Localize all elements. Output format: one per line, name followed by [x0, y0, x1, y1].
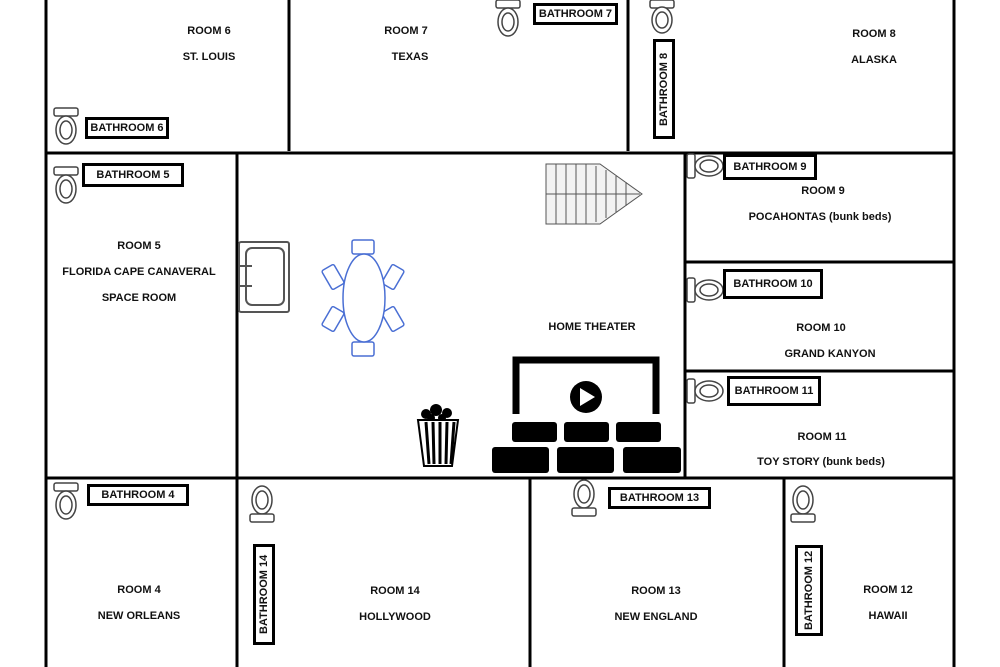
room-10-name: GRAND KANYON — [784, 348, 876, 360]
bathroom-13-label: BATHROOM 13 — [608, 487, 711, 509]
room-10-title: ROOM 10 — [796, 322, 846, 334]
room-13-name: NEW ENGLAND — [614, 611, 698, 623]
room-14-name: HOLLYWOOD — [359, 611, 431, 623]
room-9-name: POCAHONTAS (bunk beds) — [748, 211, 892, 223]
home-theater-label: HOME THEATER — [548, 321, 636, 333]
toilet-icon — [53, 107, 79, 145]
room-4-name: NEW ORLEANS — [97, 610, 181, 622]
toilets — [53, 0, 816, 523]
toilet-icon — [495, 0, 521, 37]
seat-icon — [557, 447, 614, 473]
bathroom-5-label: BATHROOM 5 — [82, 163, 184, 187]
toilet-icon — [686, 277, 724, 303]
toilet-icon — [686, 153, 724, 179]
bathroom-10-label: BATHROOM 10 — [723, 269, 823, 299]
room-8-title: ROOM 8 — [852, 28, 896, 40]
toilet-icon — [686, 378, 724, 404]
popcorn-icon — [416, 404, 460, 467]
bathroom-12-label: BATHROOM 12 — [795, 545, 823, 636]
bathroom-14-label: BATHROOM 14 — [253, 544, 275, 645]
bathroom-11-label: BATHROOM 11 — [727, 376, 821, 406]
screen-icon — [512, 356, 660, 414]
room-12-title: ROOM 12 — [863, 584, 913, 596]
bathroom-4-label: BATHROOM 4 — [87, 484, 189, 506]
sink-icon — [238, 241, 290, 313]
toilet-icon — [53, 482, 79, 520]
room-7-name: TEXAS — [391, 51, 429, 63]
bathroom-7-label: BATHROOM 7 — [533, 3, 618, 25]
seat-icon — [623, 447, 681, 473]
toilet-icon — [649, 0, 675, 34]
seat-icon — [492, 447, 549, 473]
room-6-name: ST. LOUIS — [182, 51, 236, 63]
walls — [44, 0, 956, 667]
seats — [492, 422, 681, 473]
toilet-icon — [249, 485, 275, 523]
room-7-title: ROOM 7 — [384, 25, 428, 37]
room-5-title: ROOM 5 — [117, 240, 161, 252]
room-11-name: TOY STORY (bunk beds) — [757, 456, 885, 468]
dining-table-icon — [321, 239, 405, 357]
room-12-name: HAWAII — [868, 610, 908, 622]
room-5-name: FLORIDA CAPE CANAVERAL — [62, 266, 216, 278]
seat-icon — [616, 422, 661, 442]
stairs-icon — [545, 163, 643, 225]
room-14-title: ROOM 14 — [370, 585, 420, 597]
room-4-title: ROOM 4 — [117, 584, 161, 596]
bathroom-8-label: BATHROOM 8 — [653, 39, 675, 139]
play-icon — [570, 381, 602, 413]
room-9-title: ROOM 9 — [801, 185, 845, 197]
room-5-sub: SPACE ROOM — [101, 292, 177, 304]
room-8-name: ALASKA — [851, 54, 897, 66]
bathroom-6-label: BATHROOM 6 — [85, 117, 169, 139]
toilet-icon — [790, 485, 816, 523]
room-6-title: ROOM 6 — [187, 25, 231, 37]
seat-icon — [512, 422, 557, 442]
seat-icon — [564, 422, 609, 442]
bathroom-9-label: BATHROOM 9 — [723, 154, 817, 180]
toilet-icon — [571, 479, 597, 517]
room-11-title: ROOM 11 — [797, 431, 847, 443]
toilet-icon — [53, 166, 79, 204]
room-13-title: ROOM 13 — [631, 585, 681, 597]
